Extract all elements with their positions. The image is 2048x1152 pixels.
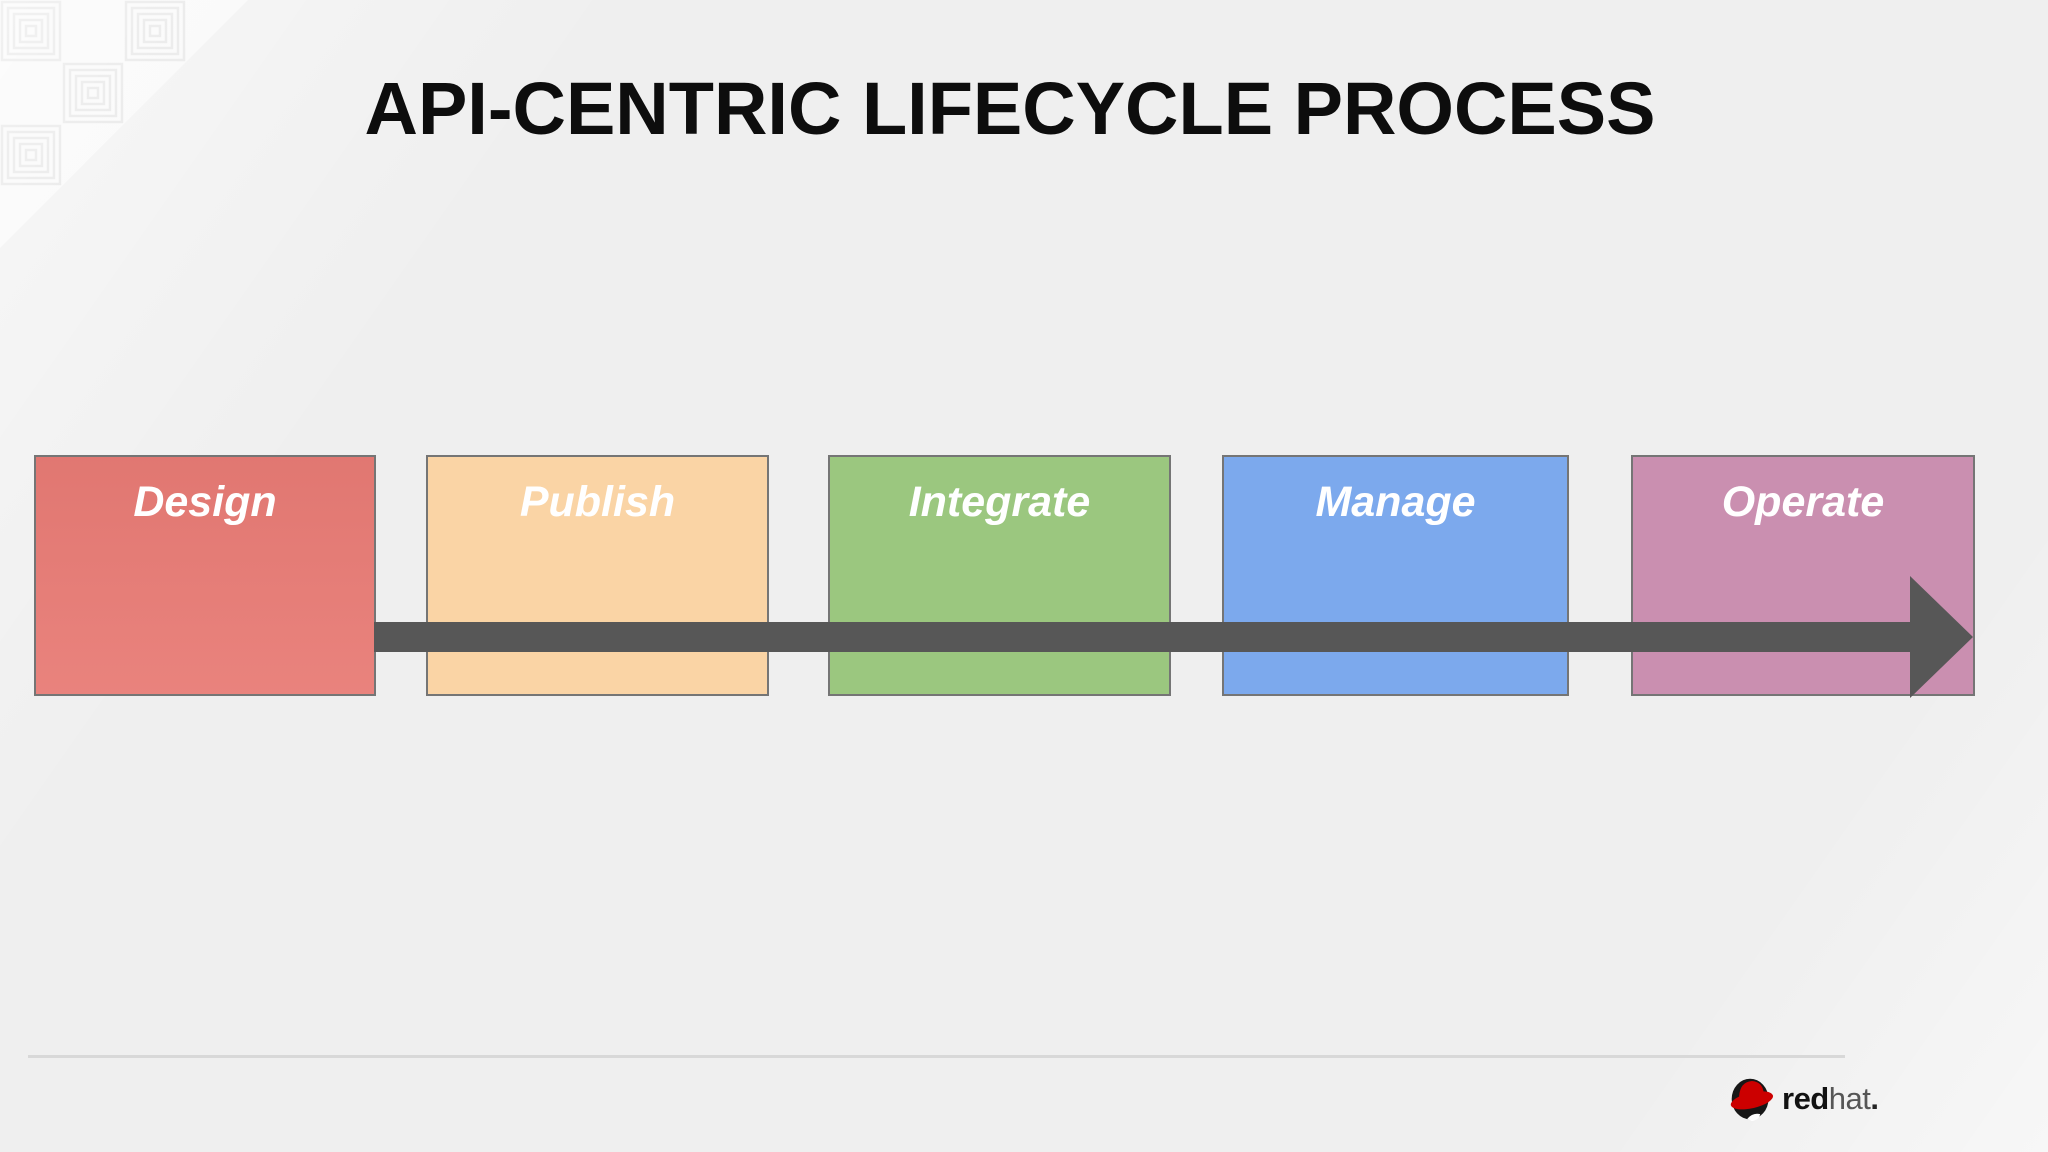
footer-divider <box>28 1055 1845 1058</box>
stage-box-publish: Publish <box>426 455 769 696</box>
redhat-logotype: redhat. <box>1782 1081 1879 1117</box>
redhat-logotype-hat: hat <box>1828 1081 1871 1116</box>
slide-title: API-CENTRIC LIFECYCLE PROCESS <box>364 67 1656 150</box>
redhat-logo: redhat. <box>1728 1070 1879 1128</box>
redhat-logotype-period: . <box>1870 1081 1879 1116</box>
stage-box-design: Design <box>34 455 376 696</box>
stage-label-integrate: Integrate <box>908 478 1091 526</box>
stage-label-publish: Publish <box>519 478 676 526</box>
redhat-collar-shape <box>1747 1113 1761 1122</box>
stage-label-operate: Operate <box>1721 478 1885 526</box>
stage-label-design: Design <box>133 478 277 526</box>
redhat-hat-icon <box>1730 1078 1774 1122</box>
stage-box-manage: Manage <box>1222 455 1569 696</box>
redhat-logotype-red: red <box>1782 1081 1829 1116</box>
stage-box-operate: Operate <box>1631 455 1975 696</box>
stage-box-integrate: Integrate <box>828 455 1171 696</box>
stage-label-manage: Manage <box>1315 478 1476 526</box>
